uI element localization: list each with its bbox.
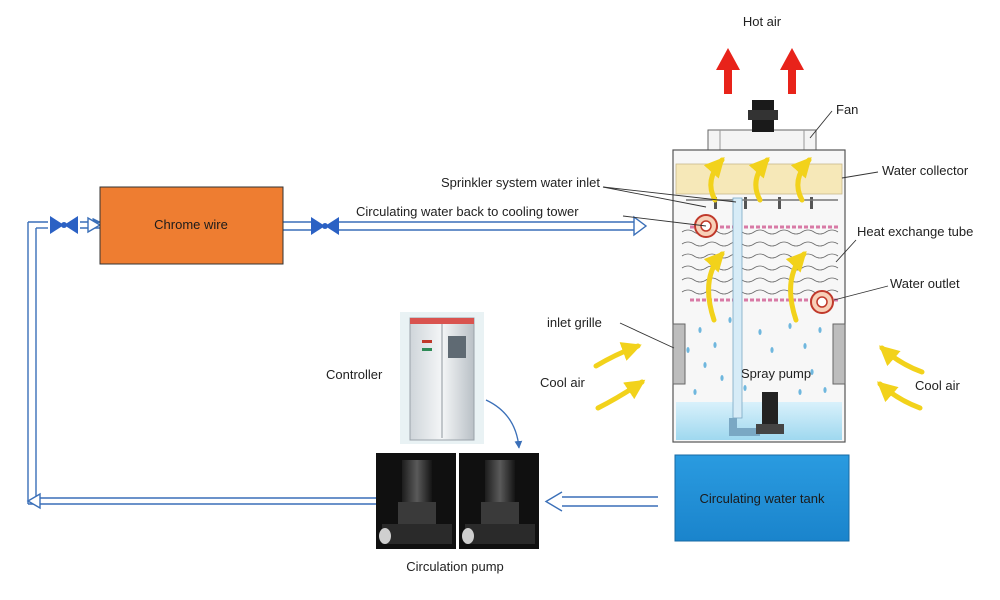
sprinkler-inlet-label: Sprinkler system water inlet [441, 175, 600, 190]
circulation-pump-left-icon [376, 453, 456, 549]
circulation-pump-label: Circulation pump [406, 559, 504, 574]
water-outlet-label: Water outlet [890, 276, 960, 291]
inlet-grille-label: inlet grille [547, 315, 602, 330]
spray-pump-label: Spray pump [741, 366, 811, 381]
chrome-wire-label: Chrome wire [154, 217, 228, 232]
inlet-grille-right [832, 323, 846, 385]
valve-right-icon [311, 217, 339, 235]
return-pipe-loop [27, 217, 634, 505]
circulation-pump-right-icon [459, 453, 539, 549]
hot-air-arrows [716, 48, 804, 94]
spray-pump-icon [762, 392, 778, 426]
water-collector-label: Water collector [882, 163, 969, 178]
valve-left-icon [50, 216, 78, 234]
circulating-back-label: Circulating water back to cooling tower [356, 204, 579, 219]
cool-air-arrows-right [877, 345, 925, 411]
fan-label: Fan [836, 102, 858, 117]
heat-exchange-tube-label: Heat exchange tube [857, 224, 973, 239]
cool-air-right-label: Cool air [915, 378, 960, 393]
controller-cabinet-icon [400, 312, 484, 444]
inlet-grille-left [672, 323, 686, 385]
controller-label: Controller [326, 367, 383, 382]
controller-connector [485, 399, 523, 449]
rising-air-arrows [703, 157, 812, 323]
cooling-tower [672, 100, 846, 443]
pipe-arrowheads [26, 215, 648, 510]
tank-to-pump-pipe [544, 491, 658, 512]
chrome-wire-box [99, 186, 284, 265]
circulating-water-tank [674, 454, 850, 542]
leader-lines [602, 110, 889, 349]
water-droplets [686, 317, 827, 395]
cool-air-arrows-left [593, 342, 646, 411]
hot-air-label: Hot air [743, 14, 782, 29]
water-outlet-flange-icon [810, 290, 834, 314]
tank-label: Circulating water tank [700, 491, 825, 506]
cool-air-left-label: Cool air [540, 375, 585, 390]
